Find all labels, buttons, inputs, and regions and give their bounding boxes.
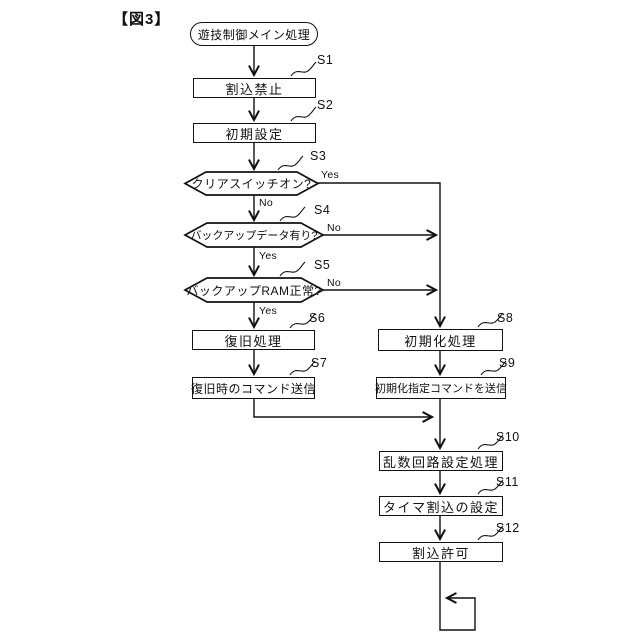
step-id-s12: S12 (496, 521, 520, 535)
flow-arrows (254, 46, 476, 631)
decision-text-s5: バックアップRAM正常? (186, 283, 322, 298)
step-text-s8: 初期化処理 (404, 333, 477, 349)
decision-s3: クリアスイッチオン? (185, 172, 318, 195)
step-box-s6: 復旧処理 (192, 330, 315, 350)
branch-label-s3-no: No (259, 197, 274, 209)
step-label-leaders (277, 61, 507, 541)
step-box-s1: 割込禁止 (193, 78, 316, 98)
step-id-s6: S6 (309, 311, 326, 325)
step-text-s10: 乱数回路設定処理 (382, 454, 499, 470)
step-text-s2: 初期設定 (225, 126, 284, 142)
step-box-s12: 割込許可 (379, 542, 503, 562)
step-id-s3: S3 (310, 149, 327, 163)
branch-label-s4-yes: Yes (259, 250, 278, 262)
branch-label-s5-yes: Yes (259, 305, 278, 317)
step-box-s2: 初期設定 (193, 123, 316, 143)
step-id-s9: S9 (499, 356, 516, 370)
step-box-s9: 初期化指定コマンドを送信 (375, 377, 507, 399)
branch-label-s4-no: No (327, 222, 342, 234)
step-box-s10: 乱数回路設定処理 (379, 451, 503, 471)
decision-shape-s5 (183, 277, 325, 303)
step-box-s11: タイマ割込の設定 (379, 496, 503, 516)
step-id-s1: S1 (317, 53, 334, 67)
decision-text-s4: バックアップデータ有り? (190, 230, 318, 242)
decision-s4: バックアップデータ有り? (185, 223, 323, 247)
step-id-s4: S4 (314, 203, 331, 217)
branch-label-s3-yes: Yes (321, 169, 340, 181)
step-id-s10: S10 (496, 430, 520, 444)
step-id-s11: S11 (496, 475, 519, 489)
step-text-s11: タイマ割込の設定 (382, 499, 499, 515)
decision-text-s3: クリアスイッチオン? (191, 177, 312, 191)
figure-label: 【図3】 (113, 11, 171, 28)
step-text-s1: 割込禁止 (225, 81, 284, 97)
step-id-s8: S8 (497, 311, 514, 325)
step-id-s7: S7 (311, 356, 328, 370)
decision-shapes (183, 171, 325, 303)
step-id-s5: S5 (314, 258, 331, 272)
step-box-s8: 初期化処理 (378, 329, 503, 351)
step-text-s6: 復旧処理 (224, 333, 283, 349)
step-text-s12: 割込許可 (411, 545, 470, 561)
decision-s5: バックアップRAM正常? (185, 278, 323, 302)
step-text-s9: 初期化指定コマンドを送信 (375, 383, 507, 395)
start-terminal-label: 遊技制御メイン処理 (197, 27, 311, 42)
decision-shape-s4 (183, 222, 325, 248)
start-terminal: 遊技制御メイン処理 (190, 22, 318, 46)
branch-label-s5-no: No (327, 277, 342, 289)
step-text-s7: 復旧時のコマンド送信 (191, 381, 317, 396)
step-box-s7: 復旧時のコマンド送信 (191, 377, 317, 399)
decision-shape-s3 (183, 171, 320, 196)
step-id-s2: S2 (317, 98, 334, 112)
